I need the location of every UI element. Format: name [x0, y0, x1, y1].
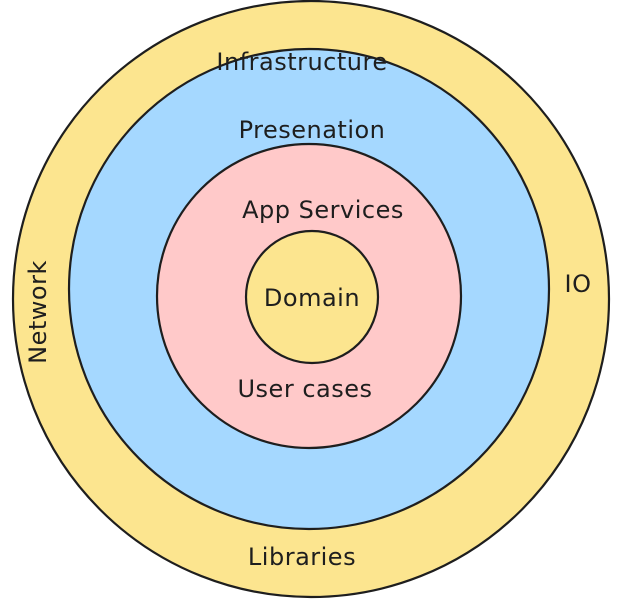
io-label: IO: [565, 270, 592, 298]
use-cases-label: User cases: [237, 375, 372, 403]
domain-label: Domain: [264, 284, 360, 312]
domain-core: [244, 229, 380, 365]
infrastructure-label: Infrastructure: [216, 48, 387, 76]
libraries-label: Libraries: [248, 543, 356, 571]
app-services-label: App Services: [242, 196, 404, 224]
presentation-label: Presenation: [239, 116, 386, 144]
network-label: Network: [24, 260, 52, 364]
